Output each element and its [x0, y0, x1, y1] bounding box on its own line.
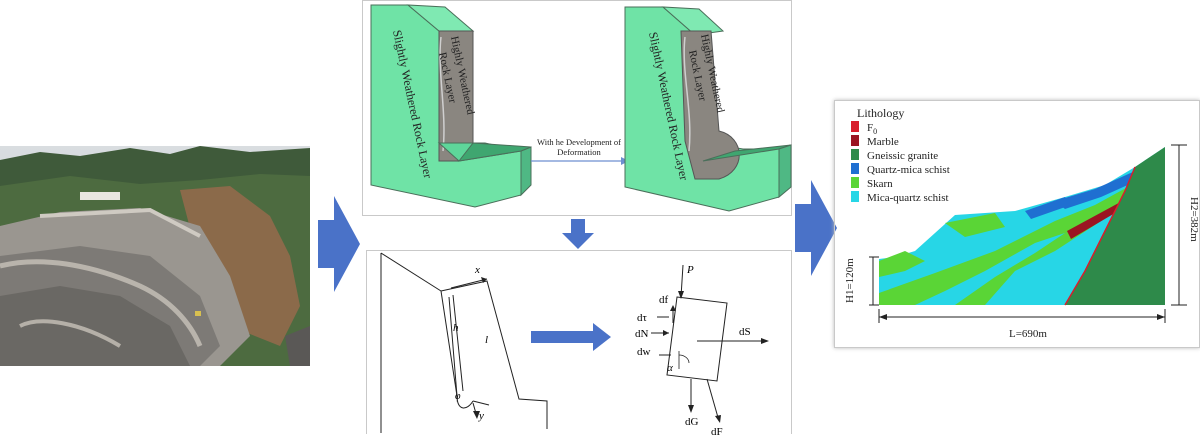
model-after: Slightly Weathered Rock Layer Highly Wea… [624, 6, 792, 212]
legend-swatch [851, 163, 859, 174]
axis-x: x [450, 264, 488, 289]
deformation-label-2: Deformation [557, 147, 601, 157]
dS-label: dS [739, 326, 751, 338]
legend-label: F0 [867, 122, 877, 136]
dtau-label: dτ [637, 312, 648, 324]
dimension-l: L=690m [878, 309, 1166, 340]
alpha-label: α [667, 362, 673, 374]
h-label: h [453, 322, 459, 334]
model-before: Slightly Weathered Rock Layer Highly Wea… [370, 4, 532, 208]
deformation-arrow: With he Development of Deformation [531, 137, 629, 165]
quarry-slope-photo-icon [0, 146, 310, 366]
phi-label: φ [455, 391, 461, 402]
dN-label: dN [635, 328, 649, 340]
df-label: df [659, 294, 669, 306]
dF-label: dF [711, 426, 723, 435]
legend-label: Gneissic granite [867, 150, 938, 162]
legend-label: Mica-quartz schist [867, 192, 949, 204]
legend-title: Lithology [857, 106, 904, 120]
h2-label: H2=382m [1188, 197, 1200, 242]
section-terrain [879, 147, 1165, 306]
deformation-label-1: With he Development of [537, 137, 621, 147]
flow-arrow-down [562, 219, 594, 249]
legend-label: Skarn [867, 178, 893, 190]
legend-swatch [851, 177, 859, 188]
flow-arrow-2 [795, 180, 837, 276]
h1-label: H1=120m [844, 258, 856, 303]
weathered-layer-model-panel: Slightly Weathered Rock Layer Highly Wea… [362, 0, 792, 216]
transition-arrow [531, 323, 611, 351]
y-label: y [478, 410, 484, 422]
flow-arrow-1 [318, 196, 360, 292]
dG-label: dG [685, 416, 699, 428]
dimension-h1: H1=120m [844, 256, 879, 306]
l-dimension-label: L=690m [1009, 328, 1047, 340]
dw-label: dw [637, 346, 651, 358]
legend-label: Quartz-mica schist [867, 164, 950, 176]
legend-swatch [851, 149, 859, 160]
quarry-slope-photo [0, 146, 310, 366]
legend-label: Marble [867, 136, 899, 148]
P-label: P [686, 264, 694, 276]
dimension-h2: H2=382m [1171, 144, 1200, 306]
mechanics-model-panel: x y h l φ P dS dG dF d [366, 250, 792, 438]
l-label: l [485, 334, 488, 346]
legend-swatch [851, 135, 859, 146]
legend-swatch [851, 121, 859, 132]
x-label: x [474, 264, 480, 276]
slope-geometry [380, 252, 548, 433]
axis-y: y [472, 402, 484, 422]
legend-swatch [851, 191, 859, 202]
element-free-body: P dS dG dF df dτ dN dw α [635, 264, 769, 438]
